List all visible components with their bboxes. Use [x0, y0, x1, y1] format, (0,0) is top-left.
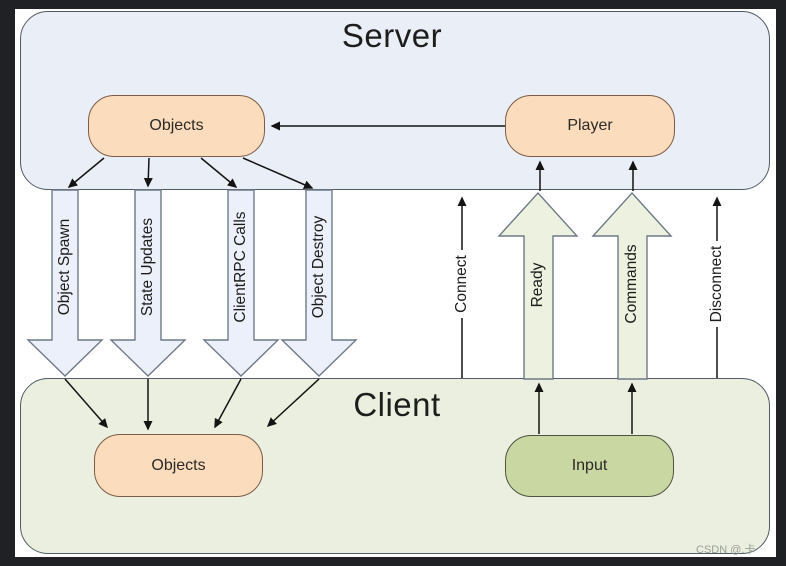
- node-client-objects-label: Objects: [151, 456, 206, 474]
- watermark: CSDN @.卡: [696, 544, 756, 556]
- label-connect: Connect: [451, 199, 473, 369]
- label-disconnect: Disconnect: [706, 199, 728, 369]
- node-server-objects: Objects: [88, 95, 265, 157]
- node-input: Input: [505, 435, 674, 497]
- label-clientrpc-calls: ClientRPC Calls: [232, 211, 249, 323]
- label-ready: Ready: [529, 262, 546, 308]
- node-player-label: Player: [567, 117, 613, 134]
- label-object-spawn: Object Spawn: [56, 218, 73, 316]
- label-state-updates: State Updates: [139, 217, 156, 317]
- node-player: Player: [505, 95, 675, 157]
- node-server-objects-label: Objects: [149, 117, 204, 134]
- client-title: Client: [353, 386, 441, 423]
- server-title: Server: [341, 17, 443, 54]
- label-commands: Commands: [623, 244, 640, 324]
- node-input-label: Input: [571, 457, 608, 474]
- label-object-destroy: Object Destroy: [310, 215, 327, 319]
- node-client-objects: Objects: [94, 434, 263, 497]
